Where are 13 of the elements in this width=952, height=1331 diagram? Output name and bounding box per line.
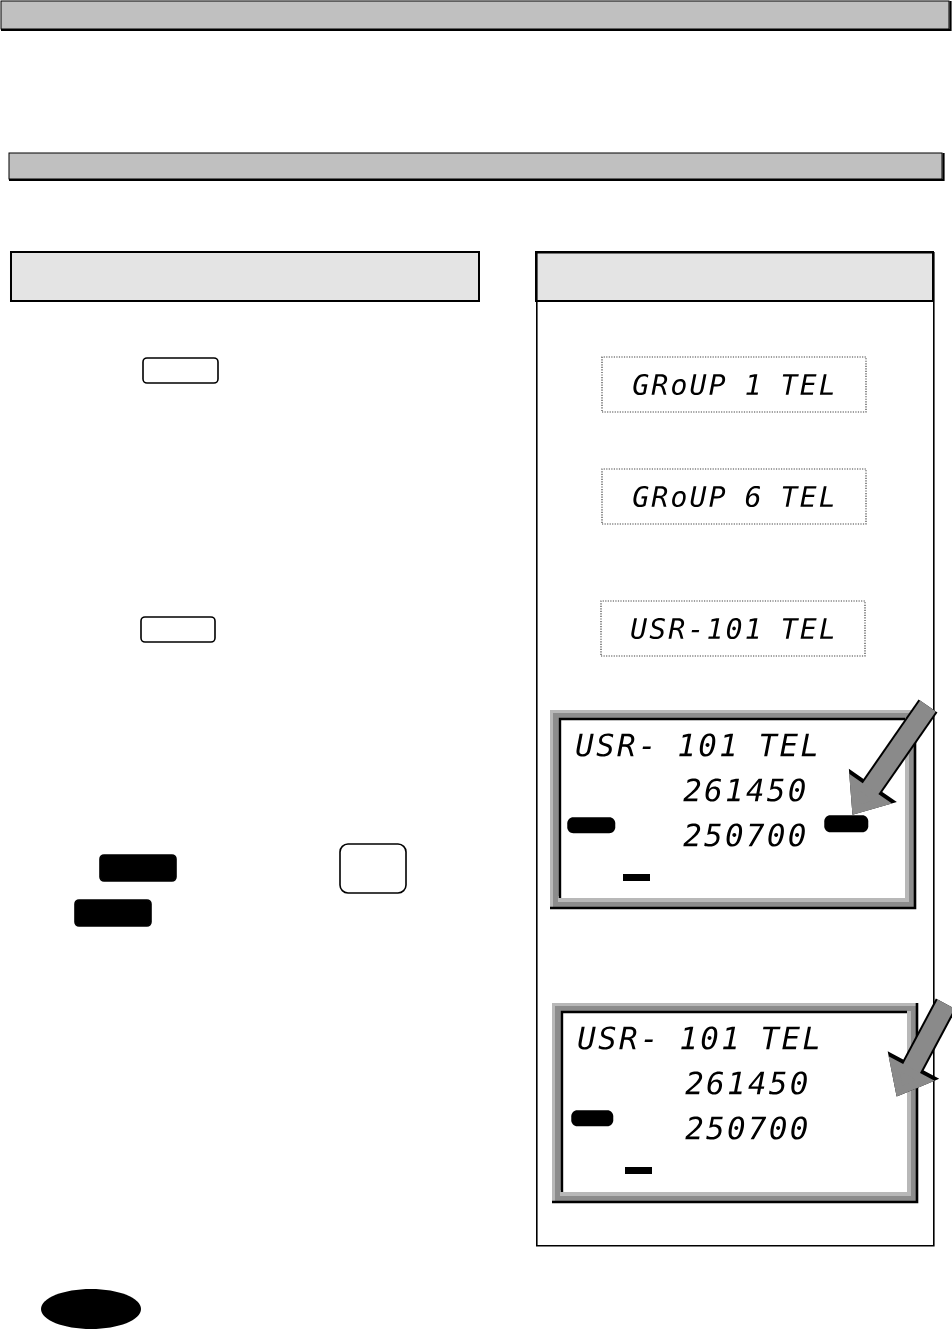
indicator-segment bbox=[824, 815, 869, 833]
display-text: 261450 bbox=[685, 1071, 807, 1095]
display-text: 250700 bbox=[685, 1116, 807, 1140]
display-text: USR- 101 TEL bbox=[578, 1026, 818, 1050]
display-window: GRoUP 1 TEL bbox=[601, 356, 867, 413]
column-panel bbox=[536, 252, 935, 1247]
display-text: 250700 bbox=[683, 823, 805, 847]
display-window: GRoUP 6 TEL bbox=[601, 468, 867, 525]
indicator-segment bbox=[567, 817, 616, 834]
display-window: USR-101 TEL bbox=[600, 600, 866, 657]
display-text: USR- 101 TEL bbox=[576, 733, 816, 757]
indicator-segment bbox=[571, 1110, 614, 1127]
display-text: 261450 bbox=[683, 778, 805, 802]
